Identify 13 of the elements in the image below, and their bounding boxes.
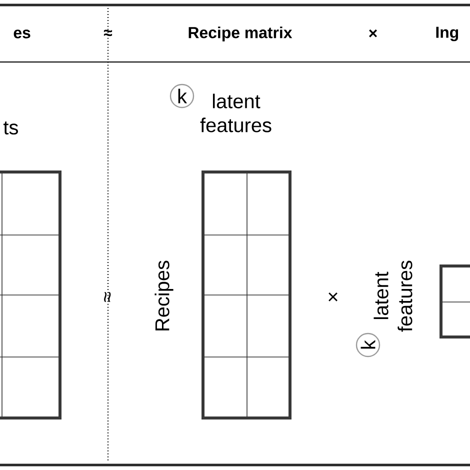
axis-text: latent features bbox=[200, 94, 272, 132]
circled-letter: k bbox=[170, 84, 194, 108]
axis-text: Recipes bbox=[154, 260, 174, 330]
header-text: Recipe matrix bbox=[188, 26, 292, 42]
approx-sign: ≈ bbox=[104, 30, 112, 36]
axis-text: latent features bbox=[374, 260, 412, 332]
header-text: es bbox=[14, 30, 30, 38]
axis-text: ts bbox=[4, 121, 18, 135]
approx-sign: ≈ bbox=[104, 292, 111, 302]
times-sign: × bbox=[369, 29, 377, 38]
times-sign: × bbox=[328, 292, 338, 302]
circled-letter: k bbox=[356, 332, 380, 358]
header-text: Ing bbox=[436, 26, 458, 42]
